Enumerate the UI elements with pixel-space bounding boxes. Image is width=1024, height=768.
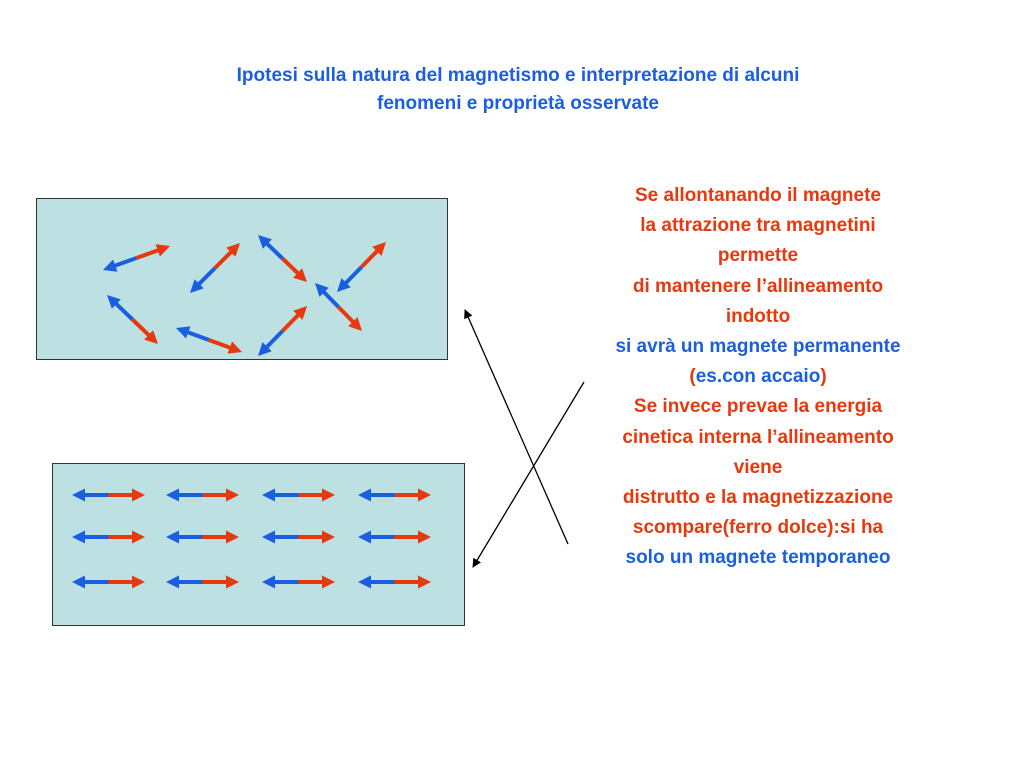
explanation-line: distrutto e la magnetizzazione	[622, 487, 894, 509]
double-headed-arrow-icon	[258, 235, 307, 282]
paren-open: (	[689, 366, 696, 388]
double-headed-arrow-icon	[176, 326, 242, 354]
double-headed-arrow-icon	[72, 575, 145, 589]
double-headed-arrow-icon	[258, 306, 307, 356]
title-line-2: fenomeni e proprietà osservate	[377, 93, 659, 114]
paren-close: )	[820, 366, 827, 388]
explanation-line: la attrazione tra magnetini	[640, 215, 876, 237]
explanation-line: viene	[733, 456, 783, 478]
double-headed-arrow-icon	[166, 575, 239, 589]
disordered-dipoles	[103, 235, 386, 356]
aligned-dipoles	[72, 488, 431, 589]
explanation-line: Se allontanando il magnete	[635, 185, 881, 206]
double-headed-arrow-icon	[315, 283, 362, 331]
explanation-line: cinetica interna l’allineamento	[622, 426, 894, 448]
double-headed-arrow-icon	[337, 242, 386, 292]
connector-arrow-up	[464, 309, 569, 545]
double-headed-arrow-icon	[358, 488, 431, 502]
explanation-line: Se invece prevae la energia	[633, 396, 883, 418]
example-steel: es.con accaio	[695, 366, 821, 388]
double-headed-arrow-icon	[103, 244, 170, 272]
aligned-domain-box	[52, 463, 465, 626]
double-headed-arrow-icon	[107, 295, 158, 344]
double-headed-arrow-icon	[262, 575, 335, 589]
title-line-1: Ipotesi sulla natura del magnetismo e in…	[236, 65, 800, 86]
disordered-domain-box	[36, 198, 448, 360]
explanation-line: si avrà un magnete permanente	[615, 336, 901, 358]
double-headed-arrow-icon	[262, 530, 335, 544]
explanation-line: di mantenere l’allineamento	[632, 275, 884, 297]
explanation-line: (es.con accaio)	[548, 362, 968, 392]
explanation-line: scompare(ferro dolce):si ha	[632, 517, 884, 539]
double-headed-arrow-icon	[358, 575, 431, 589]
double-headed-arrow-icon	[166, 488, 239, 502]
double-headed-arrow-icon	[190, 243, 240, 293]
double-headed-arrow-icon	[72, 530, 145, 544]
double-headed-arrow-icon	[72, 488, 145, 502]
explanation-line: permette	[717, 245, 799, 267]
connector-arrow-down	[472, 381, 585, 568]
explanation-line: solo un magnete temporaneo	[625, 547, 891, 569]
double-headed-arrow-icon	[166, 530, 239, 544]
explanation-text: Se allontanando il magnete la attrazione…	[548, 181, 968, 574]
double-headed-arrow-icon	[262, 488, 335, 502]
page-title: Ipotesi sulla natura del magnetismo e in…	[100, 62, 936, 118]
explanation-line: indotto	[725, 305, 791, 327]
double-headed-arrow-icon	[358, 530, 431, 544]
